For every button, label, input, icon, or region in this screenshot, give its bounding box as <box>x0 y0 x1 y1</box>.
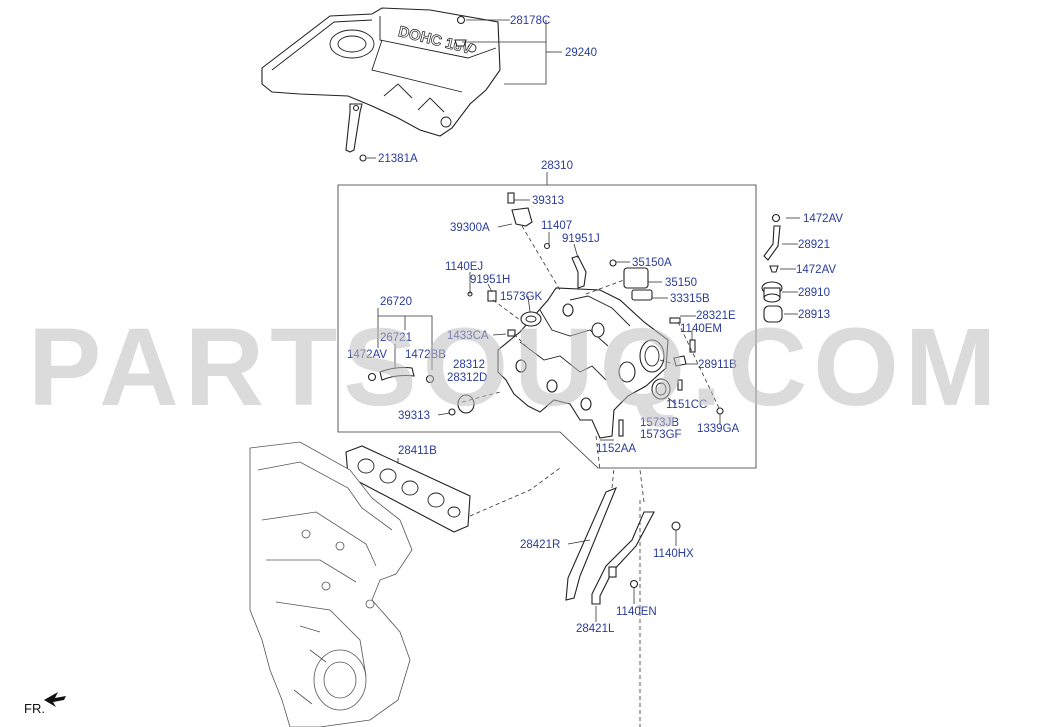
label-1573JB[interactable]: 1573JB <box>640 417 679 429</box>
label-28411B[interactable]: 28411B <box>398 445 437 457</box>
label-28911B[interactable]: 28911B <box>698 359 737 371</box>
label-1140EJ[interactable]: 1140EJ <box>445 261 483 273</box>
label-1472AV-left[interactable]: 1472AV <box>347 349 387 361</box>
front-direction-indicator: FR. <box>24 692 66 716</box>
label-1573GF[interactable]: 1573GF <box>640 429 682 441</box>
label-1339GA[interactable]: 1339GA <box>697 423 740 435</box>
valve-28910[interactable] <box>761 281 783 303</box>
label-1472BB[interactable]: 1472BB <box>405 349 446 361</box>
bracket-28421R[interactable] <box>565 487 618 601</box>
label-28178C[interactable]: 28178C <box>510 15 550 27</box>
bracket-28421L[interactable] <box>591 511 681 605</box>
hose-26721[interactable] <box>367 366 435 384</box>
label-28312D[interactable]: 28312D <box>447 372 487 384</box>
sensor-39300A[interactable] <box>507 192 533 227</box>
label-1151CC[interactable]: 1151CC <box>666 399 707 411</box>
label-28913[interactable]: 28913 <box>798 309 830 321</box>
label-28310[interactable]: 28310 <box>541 160 573 172</box>
manifold-assembly-frame <box>337 184 757 469</box>
leader-lines <box>367 19 800 727</box>
intake-manifold[interactable] <box>497 287 669 439</box>
label-21381A[interactable]: 21381A <box>378 153 418 165</box>
label-1472AV-top[interactable]: 1472AV <box>803 213 843 225</box>
part-labels: 28178C 29240 21381A 28310 39313 39300A 1… <box>347 15 843 635</box>
label-26721[interactable]: 26721 <box>380 332 412 344</box>
vacuum-hose-28921[interactable] <box>763 213 781 273</box>
engine-cover[interactable]: DOHC 16V <box>261 7 501 137</box>
label-33315B[interactable]: 33315B <box>670 293 710 305</box>
gasket-1151CC[interactable] <box>651 378 671 400</box>
gasket-1573GK[interactable] <box>520 311 542 327</box>
label-28910[interactable]: 28910 <box>798 287 830 299</box>
label-29240[interactable]: 29240 <box>565 47 597 59</box>
label-1433CA[interactable]: 1433CA <box>447 330 489 342</box>
label-1472AV-mid[interactable]: 1472AV <box>796 264 836 276</box>
label-28421R[interactable]: 28421R <box>520 539 560 551</box>
clip-91951H[interactable] <box>467 290 497 302</box>
label-1140EM[interactable]: 1140EM <box>680 323 722 335</box>
label-35150[interactable]: 35150 <box>665 277 697 289</box>
label-1140EN[interactable]: 1140EN <box>616 606 657 618</box>
stud-1152AA[interactable] <box>618 419 624 437</box>
label-28421L[interactable]: 28421L <box>576 623 615 635</box>
label-26720[interactable]: 26720 <box>380 296 412 308</box>
valve-35150[interactable] <box>609 259 653 301</box>
bracket-91951J[interactable] <box>543 242 587 289</box>
label-1152AA[interactable]: 1152AA <box>596 443 636 455</box>
label-28321E[interactable]: 28321E <box>696 310 736 322</box>
label-11407[interactable]: 11407 <box>541 220 572 232</box>
label-91951J[interactable]: 91951J <box>562 233 600 245</box>
watermark: PARTSOUQ.COM <box>28 306 1002 429</box>
nut-28178C[interactable] <box>454 15 467 47</box>
label-91951H[interactable]: 91951H <box>470 274 510 286</box>
bolts-28321E[interactable] <box>669 317 724 415</box>
label-35150A[interactable]: 35150A <box>632 257 672 269</box>
label-39313-bottom[interactable]: 39313 <box>398 410 430 422</box>
arrow-icon <box>44 692 66 707</box>
cap-28913[interactable] <box>763 305 783 323</box>
label-39313-top[interactable]: 39313 <box>532 195 564 207</box>
label-28312[interactable]: 28312 <box>453 359 485 371</box>
bracket-21381A[interactable] <box>345 103 367 162</box>
engine-block <box>249 441 413 727</box>
plug-1433CA[interactable] <box>507 329 516 337</box>
label-28921[interactable]: 28921 <box>798 239 830 251</box>
label-1140HX[interactable]: 1140HX <box>653 548 694 560</box>
label-39300A[interactable]: 39300A <box>450 222 490 234</box>
label-1573GK[interactable]: 1573GK <box>500 291 543 303</box>
front-label: FR. <box>24 701 45 716</box>
